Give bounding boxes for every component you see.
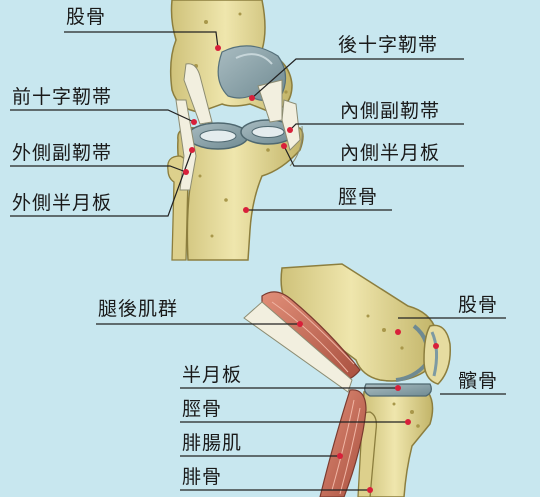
- front-knee-view: [10, 0, 464, 261]
- side-knee-view: [96, 263, 506, 497]
- label-meniscus-side: 半月板: [182, 364, 243, 386]
- front-lcl: [175, 99, 197, 191]
- label-acl: 前十字靭帯: [12, 86, 113, 108]
- label-lcl: 外側副靭帯: [12, 142, 113, 164]
- front-mcl: [281, 99, 301, 151]
- label-mcl: 內側副靭帯: [340, 100, 441, 122]
- side-markers: [297, 321, 439, 493]
- label-medial-meniscus: 內側半月板: [340, 142, 441, 164]
- label-femur-side: 股骨: [458, 294, 499, 316]
- label-pcl: 後十字靭帯: [338, 34, 439, 56]
- side-bone-texture: [366, 314, 420, 428]
- label-patella: 髕骨: [458, 370, 499, 392]
- front-markers: [183, 45, 293, 213]
- front-leader-lines: [10, 31, 464, 217]
- label-tibia-front: 脛骨: [338, 186, 379, 208]
- side-gastrocnemius: [319, 389, 367, 497]
- label-lateral-meniscus: 外側半月板: [12, 192, 113, 214]
- front-acl: [183, 63, 213, 125]
- label-hamstrings: 腿後肌群: [98, 298, 179, 320]
- front-bone-texture: [194, 12, 288, 238]
- label-gastrocnemius: 腓腸肌: [182, 432, 243, 454]
- label-femur-front: 股骨: [66, 6, 107, 28]
- label-tibia-side: 脛骨: [182, 398, 223, 420]
- label-fibula: 腓骨: [182, 466, 223, 488]
- side-leader-lines: [96, 317, 506, 491]
